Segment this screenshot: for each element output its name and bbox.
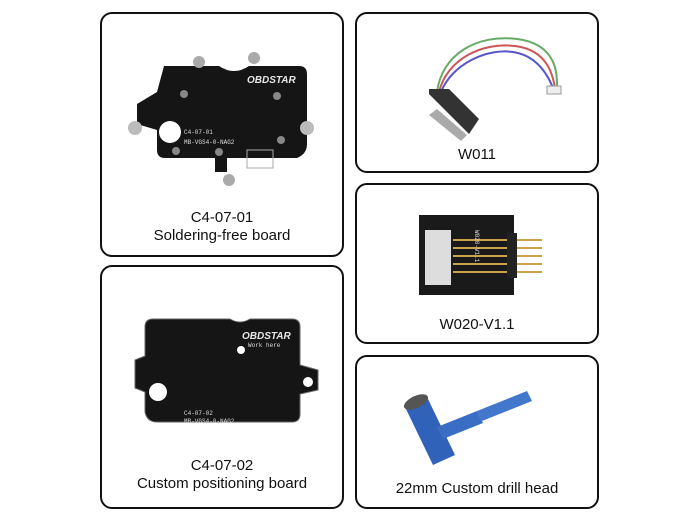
product-card-custom-positioning-board: OBDSTAR Work here C4-07-02 MB-VGS4-0-NAG… xyxy=(100,265,344,509)
w020-adapter-image: W020-V1.1 xyxy=(419,215,542,295)
product-card-soldering-free-board: OBDSTAR C4-07-01 MB-VGS4-0-NAG2 C4-07-01… xyxy=(100,12,344,257)
board-label: Work here xyxy=(248,342,281,349)
drill-head-image xyxy=(403,391,532,465)
product-name: Soldering-free board xyxy=(153,227,291,244)
product-name: W020-V1.1 xyxy=(439,316,515,333)
custom-positioning-board-image: OBDSTAR Work here C4-07-02 MB-VGS4-0-NAG… xyxy=(134,318,319,425)
board-label: MB-VGS4-0-NAG2 xyxy=(184,139,235,146)
board-label: C4-07-01 xyxy=(184,129,213,136)
product-name: Custom positioning board xyxy=(136,475,308,492)
product-code: C4-07-02 xyxy=(190,457,254,474)
board-label: C4-07-02 xyxy=(184,410,213,417)
product-code: C4-07-01 xyxy=(190,209,254,226)
logo-text: OBDSTAR xyxy=(242,331,291,342)
w011-cable-image xyxy=(429,37,562,141)
board-label: MB-VGS4-0-NAG2 xyxy=(184,418,235,425)
product-card-w020: W020-V1.1 W020-V1.1 xyxy=(355,183,599,344)
soldering-free-board-image: OBDSTAR C4-07-01 MB-VGS4-0-NAG2 xyxy=(128,52,314,186)
logo-text: OBDSTAR xyxy=(247,75,296,86)
product-name: W011 xyxy=(457,146,497,163)
board-label: W020-V1.1 xyxy=(473,230,480,263)
product-card-drill-head: 22mm Custom drill head xyxy=(355,355,599,509)
product-name: 22mm Custom drill head xyxy=(395,480,559,497)
product-card-w011: W011 xyxy=(355,12,599,173)
